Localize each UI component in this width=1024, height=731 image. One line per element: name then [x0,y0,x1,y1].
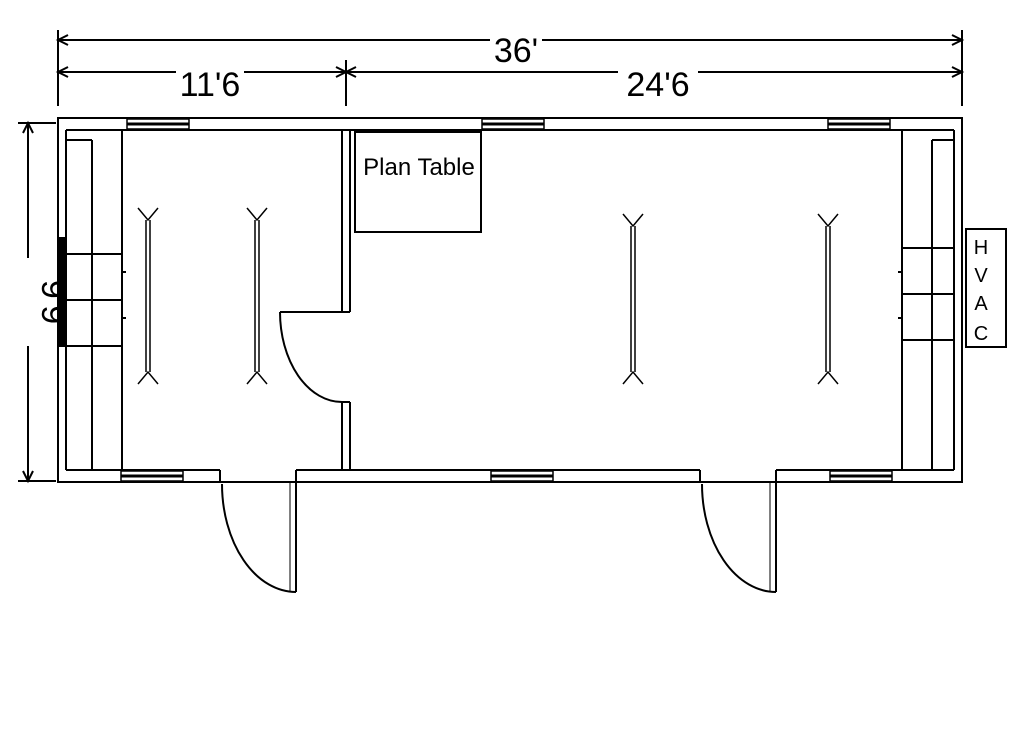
light-fixtures [137,207,839,385]
interior-partition [279,130,351,470]
exterior-door-right [701,482,777,593]
dimension-overall [55,30,965,106]
window-bottom-left [120,470,184,482]
dimension-left-label: 11'6 [180,66,241,104]
hvac-letter-h: H [974,237,988,259]
light-fixture-2 [246,207,268,385]
hvac-letter-a: A [974,293,988,315]
windows [120,118,893,482]
light-fixture-3 [622,213,644,385]
hvac-letter-c: C [974,323,988,345]
window-top-center [481,118,545,130]
dimension-sections [55,60,965,106]
right-cabinets [898,130,955,470]
left-cabinets [58,130,126,470]
window-bottom-center [490,470,554,482]
hvac-unit: H V A C [965,228,1007,348]
window-top-right [827,118,891,130]
light-fixture-4 [817,213,839,385]
light-fixture-1 [137,207,159,385]
hvac-letter-v: V [974,265,988,287]
plan-table: Plan Table [354,131,482,233]
dimension-right-label: 24'6 [626,66,689,104]
plan-table-label: Plan Table [363,154,475,181]
exterior-door-left [221,482,297,593]
window-top-left [126,118,190,130]
window-bottom-right [829,470,893,482]
dimension-overall-label: 36' [494,32,538,70]
dimension-width [18,120,56,484]
